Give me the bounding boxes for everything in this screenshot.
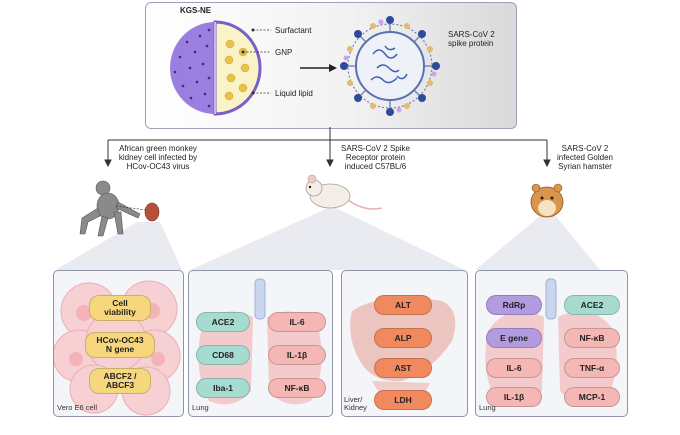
lung-label: Lung bbox=[192, 403, 209, 412]
e-gene-marker: E gene bbox=[486, 328, 542, 348]
sars-label: SARS-CoV 2 spike protein bbox=[448, 30, 495, 48]
surface-dots bbox=[173, 28, 211, 108]
tnfa-marker: TNF-α bbox=[564, 358, 620, 378]
liquid-lipid-label: Liquid lipid bbox=[275, 89, 313, 98]
monkey-model-label: African green monkey kidney cell infecte… bbox=[118, 144, 198, 171]
cd68-marker: CD68 bbox=[196, 345, 250, 365]
mouse-icon bbox=[305, 174, 383, 210]
ast-marker: AST bbox=[374, 358, 432, 378]
nfkb-hamster-marker: NF-κB bbox=[564, 328, 620, 348]
hamster-icon bbox=[530, 183, 564, 218]
alt-marker: ALT bbox=[374, 295, 432, 315]
hamster-lung-label: Lung bbox=[479, 403, 496, 412]
rdrp-marker: RdRp bbox=[486, 295, 542, 315]
hamster-model-label: SARS-CoV 2 infected Golden Syrian hamste… bbox=[556, 144, 614, 171]
kgs-ne-label: KGS-NE bbox=[180, 6, 212, 15]
sars-cov-2-virus-icon bbox=[340, 16, 440, 116]
gnp-particles bbox=[224, 39, 250, 101]
alp-marker: ALP bbox=[374, 328, 432, 348]
surfactant-label: Surfactant bbox=[275, 26, 312, 35]
ace2-hamster-marker: ACE2 bbox=[564, 295, 620, 315]
nfkb-marker: NF-κB bbox=[268, 378, 326, 398]
mcp1-marker: MCP-1 bbox=[564, 387, 620, 407]
vero-e6-cell-label: Vero E6 cell bbox=[57, 403, 98, 412]
il6-marker: IL-6 bbox=[268, 312, 326, 332]
il1b-marker: IL-1β bbox=[268, 345, 326, 365]
nanoemulsion-illustration bbox=[170, 16, 440, 116]
nanoemulsion-left-half bbox=[170, 22, 215, 114]
mouse-model-label: SARS-CoV 2 Spike Receptor protein induce… bbox=[341, 144, 410, 171]
gnp-label: GNP bbox=[275, 48, 293, 57]
monkey-icon bbox=[79, 180, 160, 237]
iba1-marker: Iba-1 bbox=[196, 378, 250, 398]
ace2-marker: ACE2 bbox=[196, 312, 250, 332]
ldh-marker: LDH bbox=[374, 390, 432, 410]
liver-kidney-label: Liver/ Kidney bbox=[344, 395, 367, 412]
abcf2-abcf3-marker: ABCF2 /ABCF3 bbox=[89, 368, 151, 394]
il1b-hamster-marker: IL-1β bbox=[486, 387, 542, 407]
il6-hamster-marker: IL-6 bbox=[486, 358, 542, 378]
